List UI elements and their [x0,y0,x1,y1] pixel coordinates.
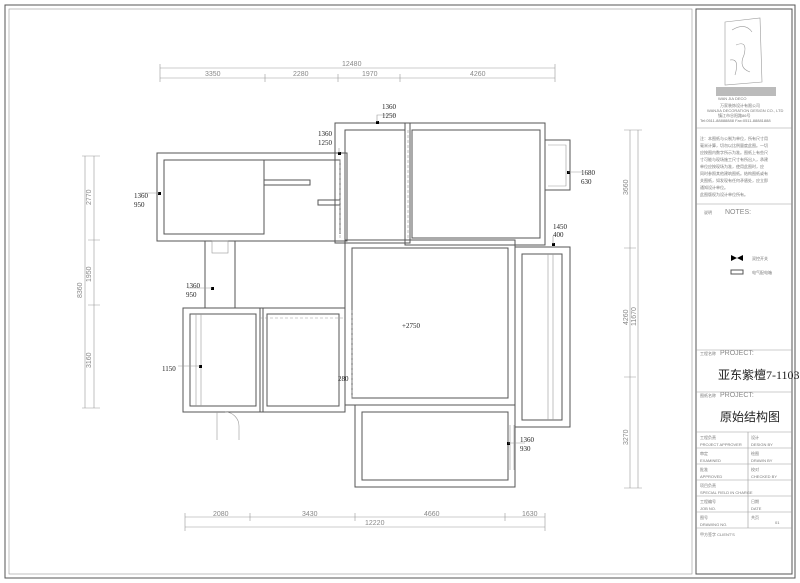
drawing-label: 950 [186,291,197,299]
drawing-label: 3160 [86,352,93,368]
drawing-frame [8,8,693,575]
drawing-name: 原始结构图 [720,409,780,424]
drawing-label: 01 [775,520,780,525]
drawing-label: 1250 [382,112,397,120]
drawing-label: Tel:0511-88888888 Fax:0511-88881888 [700,118,771,123]
drawing-label: 630 [581,178,592,186]
drawing-label: 1360 [318,130,333,138]
drawing-label: 3350 [205,71,221,78]
floor-plan [140,114,582,488]
drawing-label: 毫米计算，切勿以比例量度此图。一切 [700,142,768,148]
drawing-label: 批准 [700,466,708,472]
drawing-label: 12220 [365,520,385,527]
drawing-label: EXAMINED [700,458,721,463]
drawing-label: 日期 [751,498,759,504]
drawing-label: 寸可能与现场施工尺寸有所出入，承建 [700,156,768,162]
drawing-label: 1360 [186,282,201,290]
drawing-label: 校对 [751,466,759,472]
drawing-label: 4260 [623,309,630,325]
drawing-label: CHECKED BY [751,474,777,479]
drawing-label: 通知设计单位。 [700,184,728,190]
drawing-label: 电气配电箱 [752,269,772,275]
drawing-label: 应按图内数字所示为准。图纸上有些尺 [700,149,768,155]
drawing-label: 2080 [213,511,229,518]
drawing-label: 关图纸，如发现有任何矛盾处，应立即 [700,177,768,183]
drawing-label: PROJECT: [720,392,754,399]
drawing-label: 工程负责 [700,434,716,440]
drawing-label: 万家装饰设计有限公司 [720,102,760,108]
drawing-label: DRAWING NO. [700,522,727,527]
drawing-label: 同时参照其他建筑图纸。结构图纸或有 [700,170,768,176]
drawing-label: 单位应按现场为准，使用此图时，应 [700,163,764,169]
drawing-label: 1360 [382,103,397,111]
drawing-label: 1150 [162,365,176,373]
drawing-label: 图纸名称 [700,392,716,398]
drawing-label: 1970 [362,71,378,78]
drawing-label: WANJIA DECORATION DESIGN CO., LTD [707,108,783,113]
drawing-label: 930 [520,445,531,453]
drawing-label: 双控开关 [752,255,768,261]
title-block: WAN JIA DECO 万家装饰设计有限公司 WANJIA DECORATIO… [696,17,800,537]
dimension-lines: 12480 3350 2280 1970 4260 2080 3430 4660… [77,61,642,531]
sign-off-fields: 工程负责 PROJECT APPROVER 设计 DESIGN BY 审定 EX… [696,434,792,529]
drawing-label: APPROVED [700,474,722,479]
drawing-label: 3430 [302,511,318,518]
drawing-label: 4260 [470,71,486,78]
drawing-label: 项目负责 [700,482,716,488]
drawing-label: WAN JIA DECO [718,96,747,101]
drawing-label: +2750 [402,322,420,330]
drawing-label: 11670 [631,307,638,326]
drawing-label: 设计 [751,434,759,440]
drawing-label: 2280 [293,71,309,78]
drawing-label: 1950 [86,266,93,282]
window-annotations: 1360 1250 1360 1250 1360 950 1360 950 11… [134,103,596,453]
drawing-label: 1360 [520,436,535,444]
drawing-label: 12480 [342,61,362,68]
title-block-frame [695,8,793,575]
company-logo [716,17,776,96]
drawing-label: 1450 [553,223,568,231]
drawing-label: 工程编号 [700,498,716,504]
drawing-label: 说明 [704,209,712,215]
project-name: 亚东紫檀7-1103 [718,367,800,382]
drawing-label: 3660 [623,179,630,195]
drawing-label: 4660 [424,511,440,518]
drawing-label: 1250 [318,139,333,147]
drawing-label: 工程名称 [700,350,716,356]
drawing-label: NOTES: [725,209,751,216]
drawing-label: PROJECT: [720,350,754,357]
drawing-label: DATE [751,506,762,511]
disclaimer-note: 注：本图纸与公制为单位，所有尺寸用 毫米计算，切勿以比例量度此图。一切 应按图内… [700,135,768,197]
drawing-label: 2770 [86,189,93,205]
client-signature-label: 甲方签字 CLIENT'S [700,531,735,537]
drawing-label: 8360 [77,282,84,298]
drawing-label: DESIGN BY [751,442,773,447]
switch-legend-icon [731,255,743,261]
drawing-label: 此图版权为设计单位所有。 [700,191,748,197]
drawing-label: DRAWN BY [751,458,773,463]
drawing-label: SPECIAL FIELD IN CHARGE [700,490,753,495]
drawing-label: PROJECT APPROVER [700,442,742,447]
drawing-label: 审定 [700,450,708,456]
drawing-label: 280 [338,375,349,383]
drawing-label: 镇江市谷阳路86号 [718,112,750,118]
drawing-label: JOB NO. [700,506,716,511]
distribution-box-legend-icon [730,269,744,275]
drawing-label: 绘图 [751,450,759,456]
drawing-label: 图号 [700,514,708,520]
drawing-label: 950 [134,201,145,209]
drawing-label: 注：本图纸与公制为单位，所有尺寸用 [700,135,768,141]
drawing-label: 3270 [623,429,630,445]
drawing-label: 1630 [522,511,538,518]
drawing-label: 共页 [751,514,759,520]
drawing-label: 1360 [134,192,149,200]
drawing-label: 1680 [581,169,596,177]
drawing-label: 400 [553,231,564,239]
sheet-border [4,4,796,579]
